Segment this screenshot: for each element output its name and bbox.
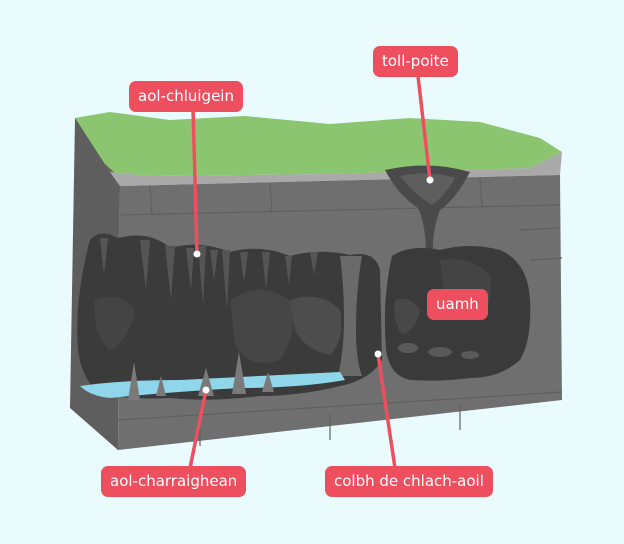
- label-stalagmites: aol-charraighean: [101, 466, 246, 497]
- left-cave: [77, 233, 382, 400]
- label-cave: uamh: [427, 289, 488, 320]
- label-column: colbh de chlach-aoil: [325, 466, 493, 497]
- label-sinkhole: toll-poite: [373, 46, 458, 77]
- label-stalactites: aol-chluigein: [129, 81, 243, 112]
- grass-surface: [75, 112, 562, 176]
